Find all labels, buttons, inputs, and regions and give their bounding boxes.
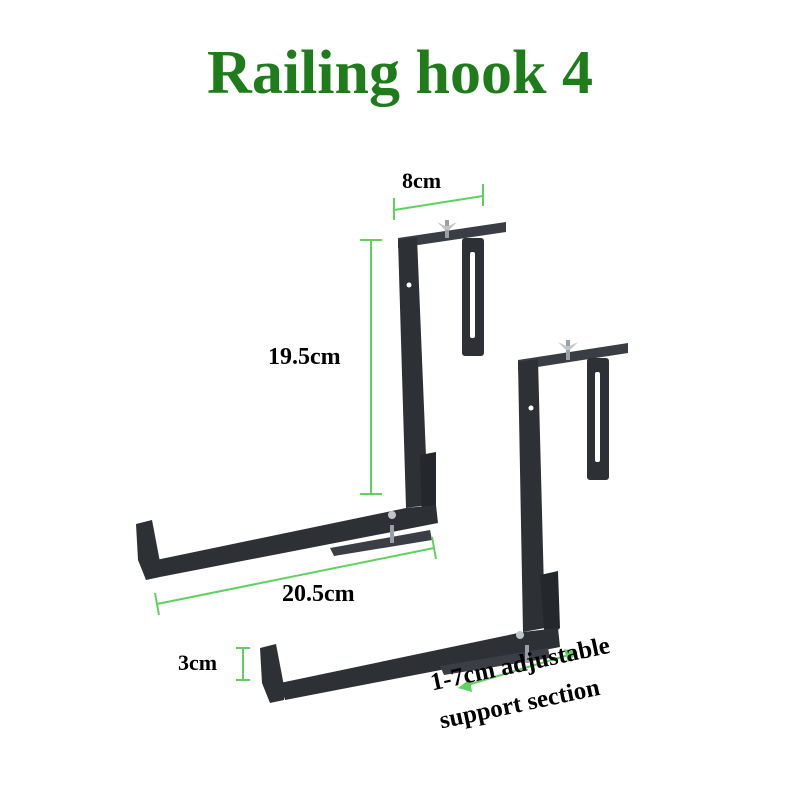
label-length: 20.5cm xyxy=(282,581,355,607)
label-lip: 3cm xyxy=(178,650,218,675)
label-height: 19.5cm xyxy=(268,344,341,370)
label-top-width: 8cm xyxy=(402,168,442,193)
bracket-back xyxy=(136,220,506,580)
adjustable-arrowheads xyxy=(458,649,578,692)
bracket-front xyxy=(260,340,628,703)
dimension-lines xyxy=(154,184,573,687)
page-title: Railing hook 4 xyxy=(207,39,593,107)
